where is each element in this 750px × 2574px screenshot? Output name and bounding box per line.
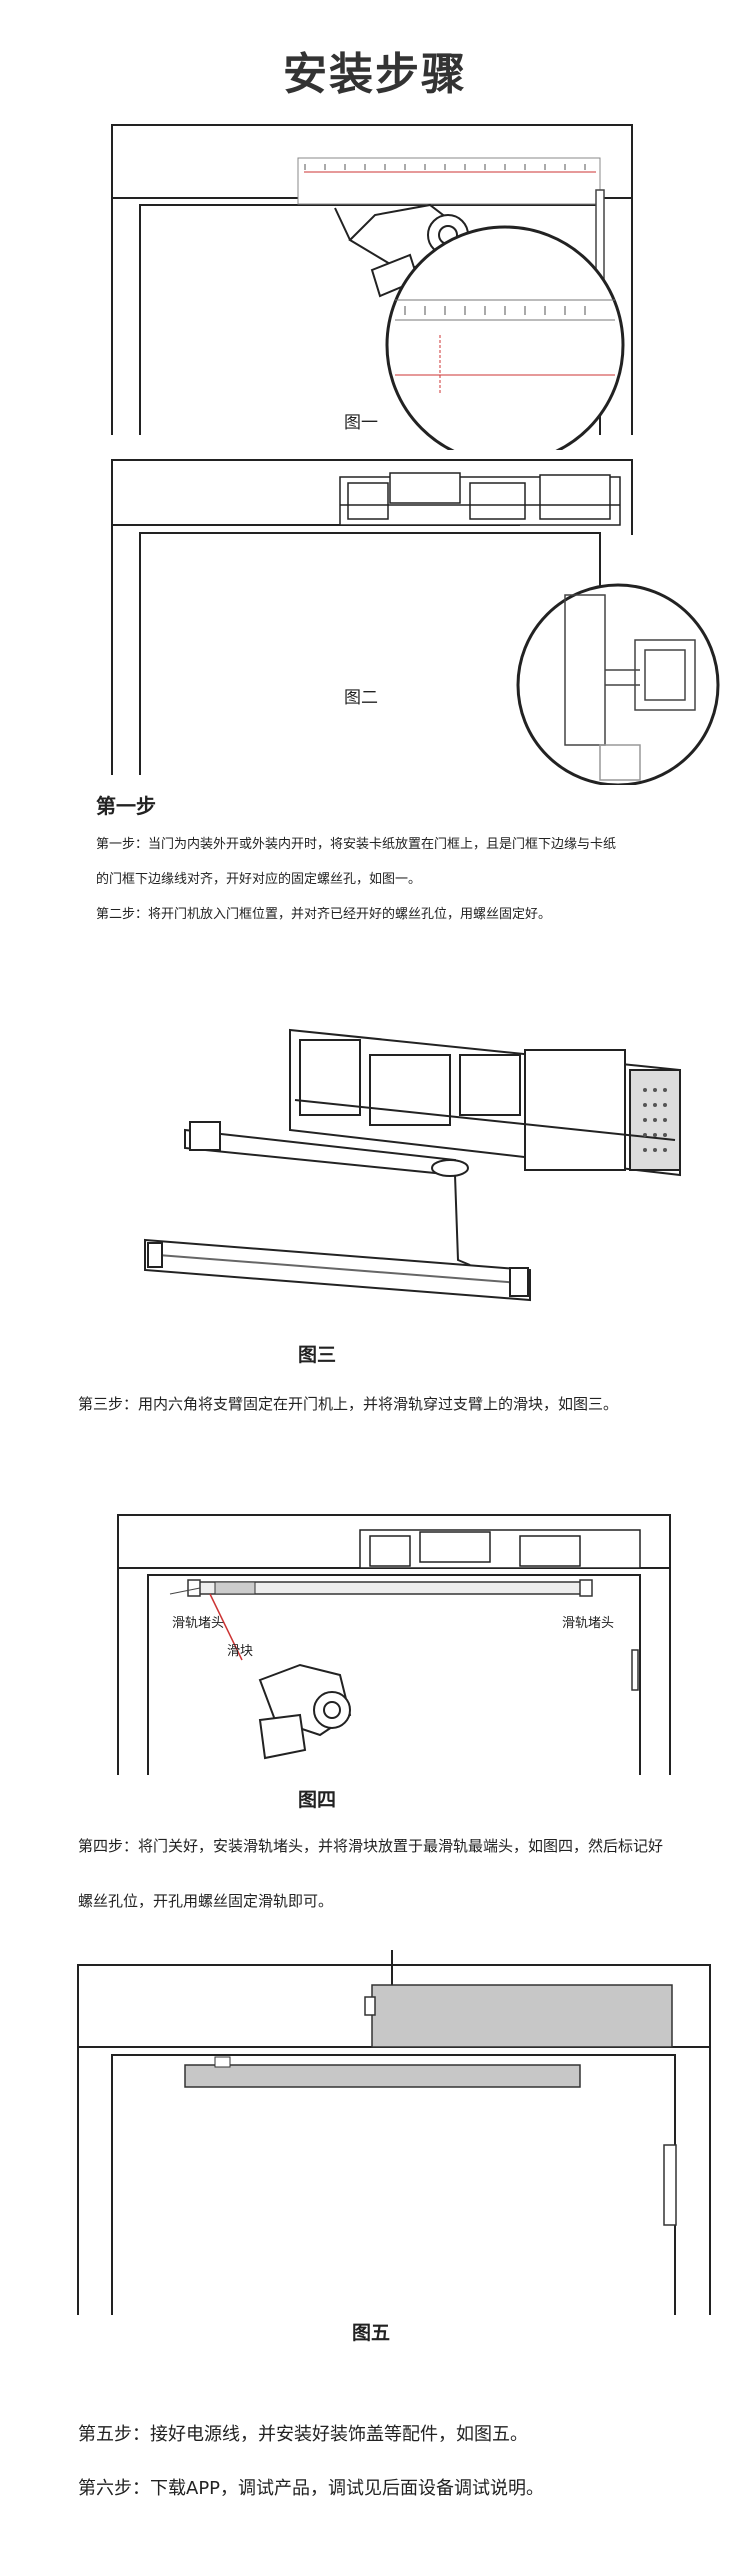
step-5-line: 第五步：接好电源线，并安装好装饰盖等配件，如图五。 [78,2424,528,2445]
step-6-line: 第六步：下载APP，调试产品，调试见后面设备调试说明。 [78,2478,545,2499]
figure-2-illustration [111,459,720,785]
step-1-line-2: 的门框下边缘线对齐，开好对应的固定螺丝孔，如图一。 [96,872,422,887]
page-title: 安装步骤 [283,49,467,100]
step-4-line-1: 第四步：将门关好，安装滑轨堵头，并将滑块放置于最滑轨最端头，如图四，然后标记好 [78,1837,664,1855]
figure-3-caption: 图三 [298,1344,337,1366]
fig4-label-right-cap: 滑轨堵头 [562,1616,615,1631]
figure-5-caption: 图五 [352,2322,391,2344]
step-1-line-1: 第一步：当门为内装外开或外装内开时，将安装卡纸放置在门框上，且是门框下边缘与卡纸 [96,837,617,852]
figure-3-illustration [144,1028,681,1302]
step-2-line: 第二步：将开门机放入门框位置，并对齐已经开好的螺丝孔位，用螺丝固定好。 [96,907,552,922]
figure-4-caption: 图四 [298,1789,337,1811]
step-4-line-2: 螺丝孔位，开孔用螺丝固定滑轨即可。 [78,1892,334,1910]
figure-5-illustration [77,1950,711,2315]
figure-1-illustration [111,124,633,450]
figure-2-caption: 图二 [344,688,378,708]
fig4-label-left-cap: 滑轨堵头 [172,1616,225,1631]
section-1-heading: 第一步 [96,794,156,818]
step-3-line: 第三步：用内六角将支臂固定在开门机上，并将滑轨穿过支臂上的滑块，如图三。 [78,1395,619,1413]
fig4-label-slider: 滑块 [227,1644,254,1659]
figure-1-caption: 图一 [344,413,378,433]
figure-4-illustration [117,1514,671,1775]
